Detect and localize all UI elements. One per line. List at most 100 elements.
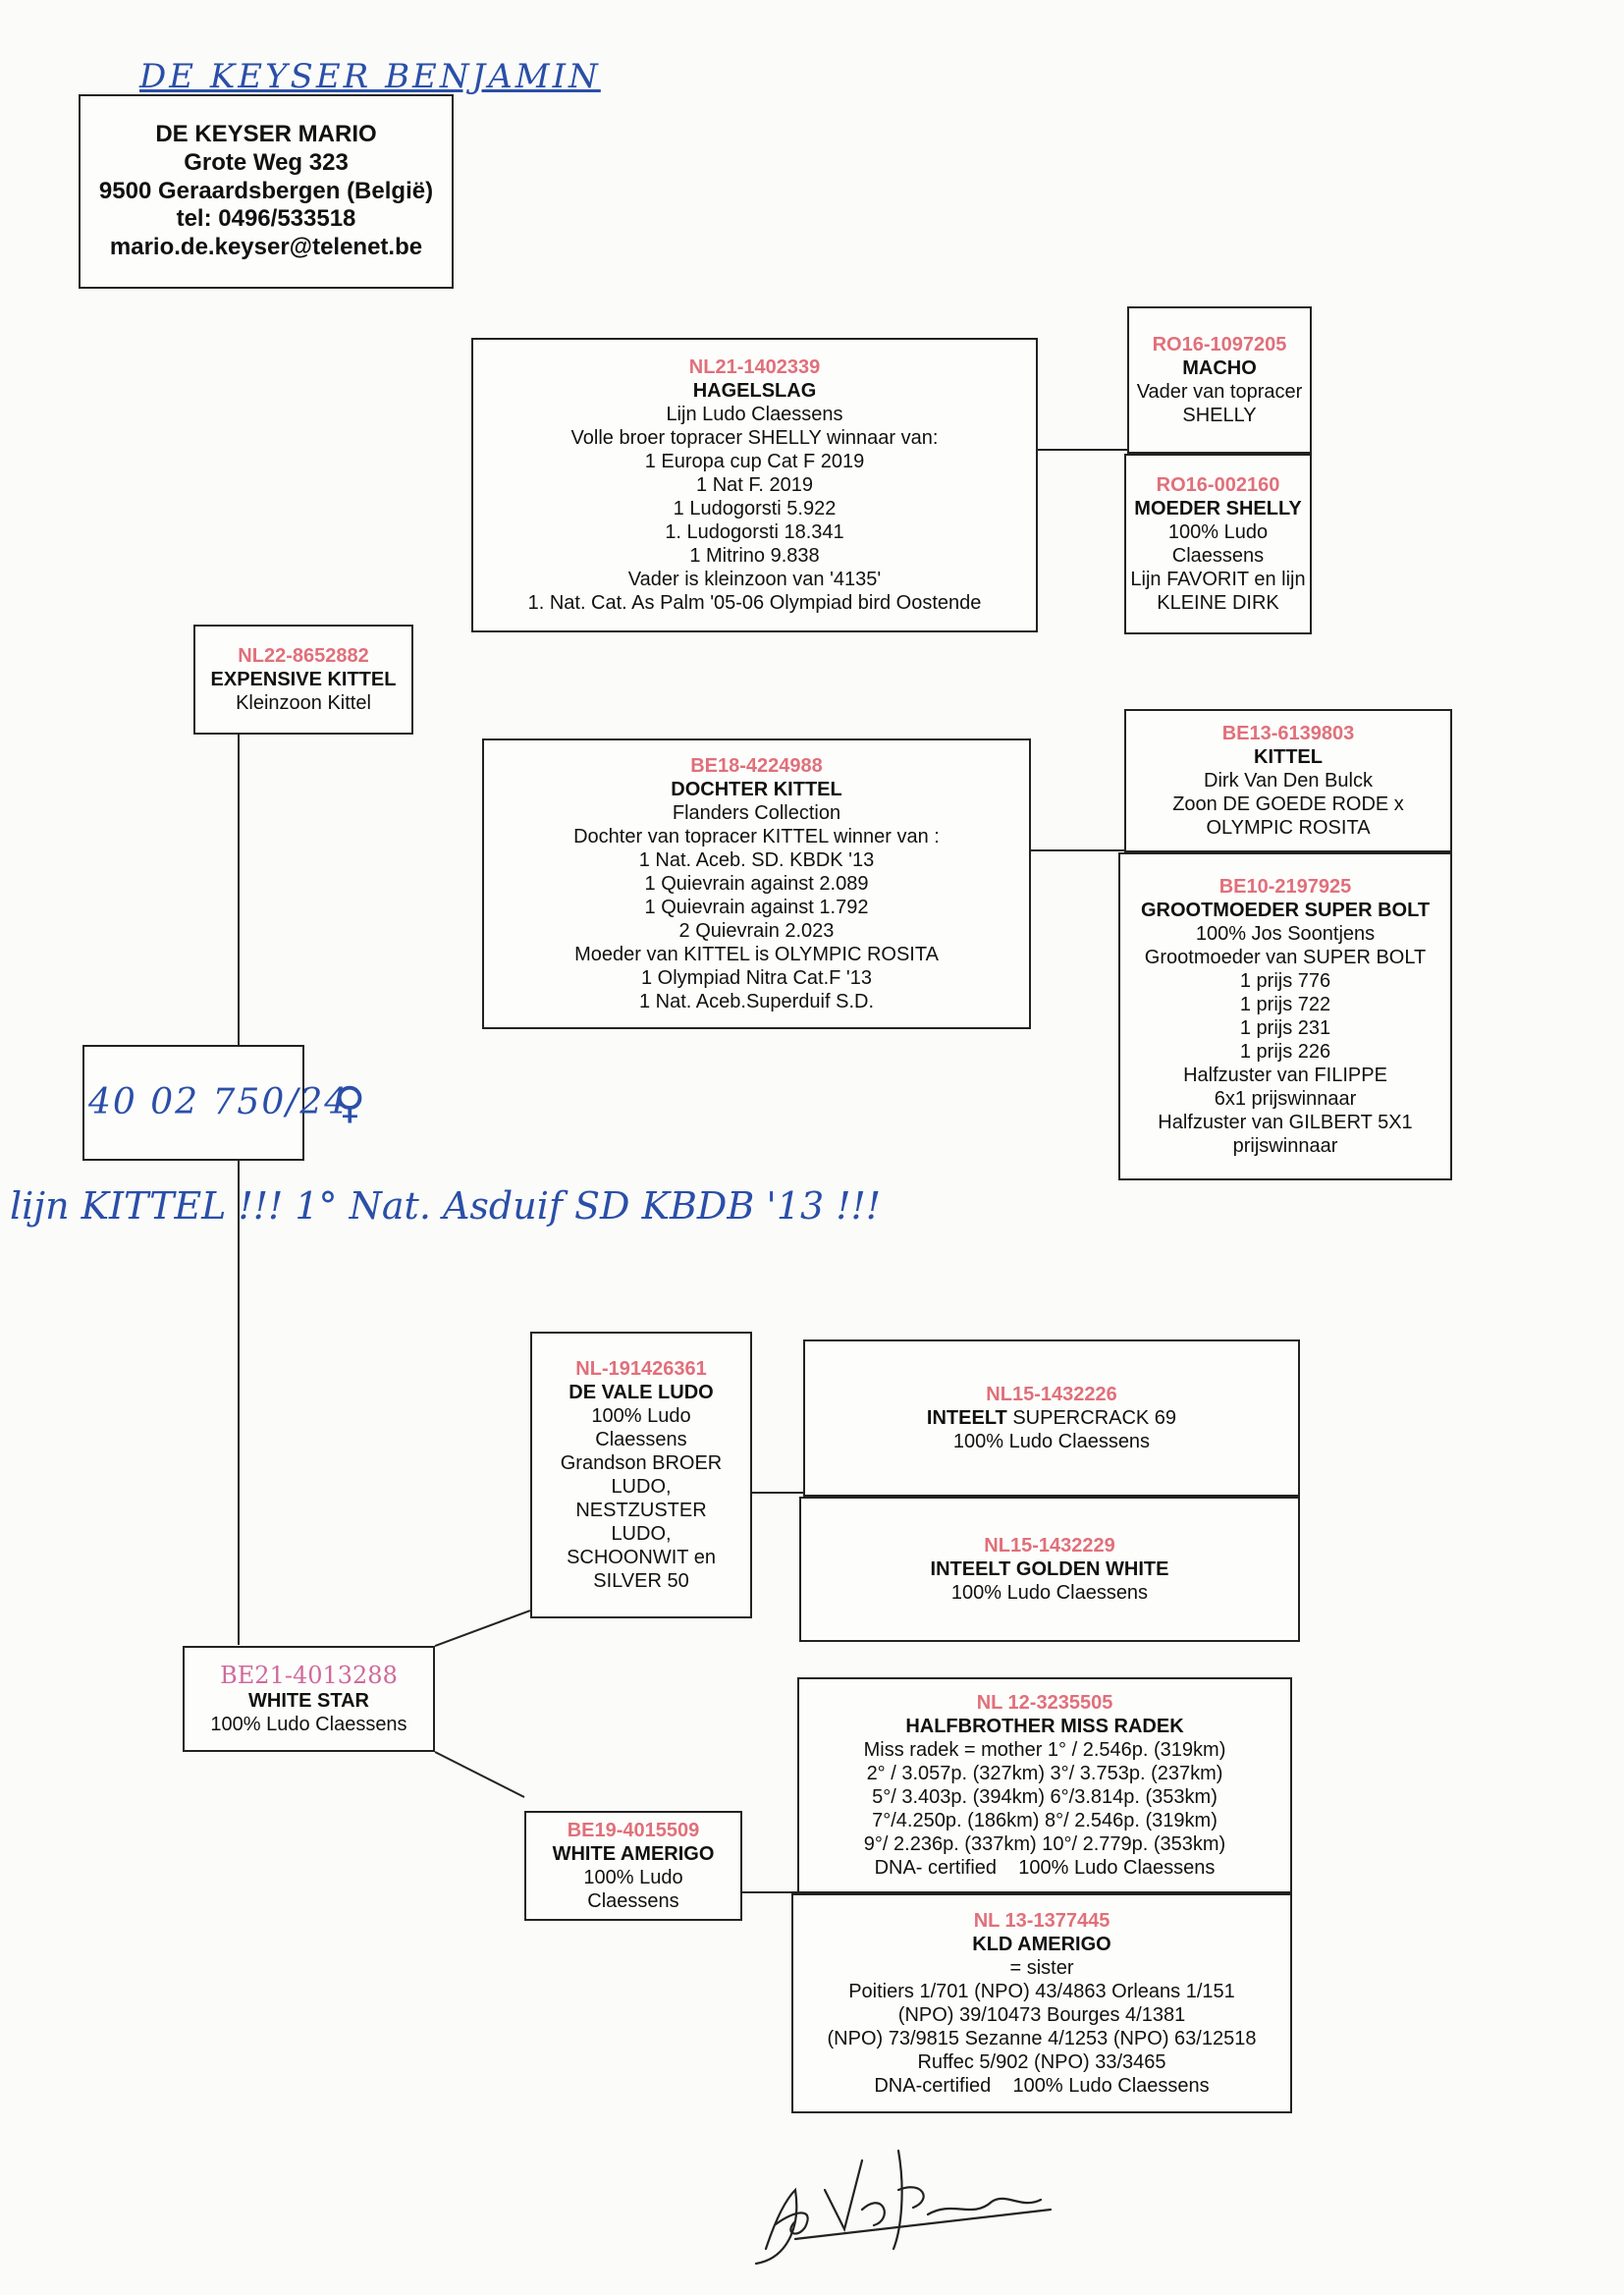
info-line: DNA- certified 100% Ludo Claessens: [874, 1857, 1216, 1879]
info-line: Moeder van KITTEL is OLYMPIC ROSITA: [574, 944, 939, 965]
info-line: Claessens: [595, 1429, 687, 1450]
pigeon-name-suffix: SUPERCRACK 69: [1006, 1407, 1177, 1429]
info-line: Grandson BROER: [560, 1452, 723, 1474]
pedigree-box-dam-sire-dam: NL15-1432229 INTEELT GOLDEN WHITE 100% L…: [799, 1497, 1300, 1642]
info-line: SHELLY: [1182, 405, 1257, 426]
pigeon-name-line: INTEELT SUPERCRACK 69: [809, 1406, 1294, 1430]
info-line: 1 Quievrain against 1.792: [644, 897, 869, 918]
info-line: 1 prijs 231: [1239, 1017, 1331, 1039]
info-line: Dochter van topracer KITTEL winner van :: [573, 826, 940, 847]
info-line: SILVER 50: [593, 1570, 689, 1592]
info-line: 1 Ludogorsti 5.922: [673, 498, 837, 519]
info-line: 100% Ludo Claessens: [210, 1714, 407, 1736]
pigeon-name: HAGELSLAG: [692, 380, 817, 402]
ring-number: NL-191426361: [575, 1358, 707, 1380]
info-line: Poitiers 1/701 (NPO) 43/4863 Orleans 1/1…: [848, 1981, 1235, 2002]
ring-number: NL22-8652882: [238, 645, 369, 667]
info-line: 100% Ludo Claessens: [952, 1431, 1151, 1452]
pigeon-name: INTEELT: [926, 1407, 1007, 1429]
pigeon-name: DOCHTER KITTEL: [671, 779, 842, 800]
pigeon-name: KITTEL: [1254, 746, 1323, 768]
pedigree-box-sire-dam: BE18-4224988 DOCHTER KITTEL Flanders Col…: [482, 738, 1031, 1029]
info-line: Flanders Collection: [672, 802, 841, 824]
handwritten-dam-ring: BE21-4013288: [220, 1661, 398, 1689]
ring-number: BE18-4224988: [690, 755, 823, 777]
pedigree-box-sire-sire-sire: RO16-1097205 MACHO Vader van topracer SH…: [1127, 306, 1312, 454]
info-line: 1 Nat. Aceb.Superduif S.D.: [638, 991, 875, 1012]
info-line: KLEINE DIRK: [1157, 592, 1279, 614]
info-line: Vader van topracer: [1136, 381, 1303, 403]
pedigree-box-sire-dam-dam: BE10-2197925 GROOTMOEDER SUPER BOLT 100%…: [1118, 852, 1452, 1180]
info-line: 100% Jos Soontjens: [1195, 923, 1376, 945]
handwritten-remark: lijn KITTEL !!! 1° Nat. Asduif SD KBDB '…: [10, 1184, 882, 1228]
connector-dam-to-sire: [434, 1610, 531, 1647]
info-line: 9°/ 2.236p. (337km) 10°/ 2.779p. (353km): [863, 1833, 1226, 1855]
info-line: Volle broer topracer SHELLY winnaar van:: [570, 427, 939, 449]
handwritten-owner-name: DE KEYSER BENJAMIN: [139, 57, 601, 96]
ring-number: RO16-002160: [1156, 474, 1280, 496]
info-line: Halfzuster van FILIPPE: [1183, 1065, 1387, 1086]
ring-number: NL 13-1377445: [973, 1910, 1110, 1932]
info-line: DNA-certified 100% Ludo Claessens: [874, 2075, 1210, 2097]
info-line: Lijn Ludo Claessens: [666, 404, 843, 425]
pedigree-box-sire: NL22-8652882 EXPENSIVE KITTEL Kleinzoon …: [193, 625, 413, 735]
pedigree-box-sire-dam-sire: BE13-6139803 KITTEL Dirk Van Den Bulck Z…: [1124, 709, 1452, 852]
info-line: 1 Quievrain against 2.089: [644, 873, 869, 895]
info-line: 1 prijs 226: [1239, 1041, 1331, 1063]
info-line: OLYMPIC ROSITA: [1206, 817, 1371, 839]
info-line: 6x1 prijswinnaar: [1214, 1088, 1357, 1110]
info-line: Miss radek = mother 1° / 2.546p. (319km): [863, 1739, 1226, 1761]
info-line: 1 Europa cup Cat F 2019: [644, 451, 865, 472]
pigeon-name: KLD AMERIGO: [972, 1934, 1111, 1955]
info-line: SCHOONWIT en: [567, 1547, 716, 1568]
info-line: Grootmoeder van SUPER BOLT: [1144, 947, 1427, 968]
info-line: Kleinzoon Kittel: [236, 692, 371, 714]
owner-address-box: DE KEYSER MARIO Grote Weg 323 9500 Geraa…: [79, 94, 454, 289]
info-line: 1 prijs 776: [1239, 970, 1331, 992]
pigeon-name: WHITE STAR: [248, 1690, 369, 1713]
info-line: 5°/ 3.403p. (394km) 6°/3.814p. (353km): [872, 1786, 1218, 1808]
pedigree-box-sire-sire-dam: RO16-002160 MOEDER SHELLY 100% Ludo Clae…: [1124, 454, 1312, 634]
pigeon-name: GROOTMOEDER SUPER BOLT: [1140, 900, 1431, 921]
info-line: (NPO) 39/10473 Bourges 4/1381: [897, 2004, 1186, 2026]
pedigree-box-dam-dam-dam: NL 13-1377445 KLD AMERIGO = sister Poiti…: [791, 1893, 1292, 2113]
info-line: 100% Ludo Claessens: [950, 1582, 1149, 1604]
info-line: 7°/4.250p. (186km) 8°/ 2.546p. (319km): [872, 1810, 1218, 1831]
info-line: prijswinnaar: [1232, 1135, 1338, 1157]
pedigree-box-dam-dam-sire: NL 12-3235505 HALFBROTHER MISS RADEK Mis…: [797, 1677, 1292, 1893]
handwritten-ring-number: 40 02 750/24: [88, 1082, 350, 1123]
info-line: 1 Olympiad Nitra Cat.F '13: [640, 967, 872, 989]
info-line: 100% Ludo: [583, 1867, 683, 1888]
handwritten-pigeon-ring-box: 40 02 750/24: [82, 1045, 350, 1161]
ring-number: BE13-6139803: [1221, 723, 1355, 744]
ring-number: BE10-2197925: [1218, 876, 1352, 898]
info-line: 1 prijs 722: [1239, 994, 1331, 1015]
pigeon-name: MACHO: [1182, 357, 1257, 379]
info-line: 1 Nat. Aceb. SD. KBDK '13: [638, 849, 875, 871]
info-line: 1 Mitrino 9.838: [689, 545, 820, 567]
info-line: 100% Ludo: [591, 1405, 691, 1427]
ring-number: RO16-1097205: [1152, 334, 1287, 355]
owner-city: 9500 Geraardsbergen (België): [98, 177, 434, 204]
info-line: Lijn FAVORIT en lijn: [1130, 569, 1306, 590]
pigeon-name: EXPENSIVE KITTEL: [210, 669, 397, 690]
pedigree-box-dam: BE21-4013288 WHITE STAR 100% Ludo Claess…: [183, 1646, 435, 1752]
info-line: = sister: [1009, 1957, 1074, 1979]
info-line: Claessens: [1171, 545, 1265, 567]
pedigree-box-sire-sire: NL21-1402339 HAGELSLAG Lijn Ludo Claesse…: [471, 338, 1038, 632]
info-line: NESTZUSTER: [575, 1500, 707, 1521]
info-line: 1. Nat. Cat. As Palm '05-06 Olympiad bir…: [527, 592, 982, 614]
pigeon-name: INTEELT GOLDEN WHITE: [930, 1558, 1169, 1580]
ring-number: NL21-1402339: [688, 356, 821, 378]
info-line: Zoon DE GOEDE RODE x: [1172, 793, 1404, 815]
ring-number: NL15-1432226: [986, 1384, 1117, 1405]
info-line: Ruffec 5/902 (NPO) 33/3465: [917, 2051, 1166, 2073]
owner-street: Grote Weg 323: [184, 148, 349, 176]
info-line: Dirk Van Den Bulck: [1204, 770, 1373, 792]
info-line: 1. Ludogorsti 18.341: [665, 521, 844, 543]
info-line: Claessens: [587, 1890, 679, 1912]
pigeon-name: HALFBROTHER MISS RADEK: [905, 1716, 1184, 1737]
info-line: (NPO) 73/9815 Sezanne 4/1253 (NPO) 63/12…: [827, 2028, 1257, 2049]
info-line: Halfzuster van GILBERT 5X1: [1158, 1112, 1413, 1133]
